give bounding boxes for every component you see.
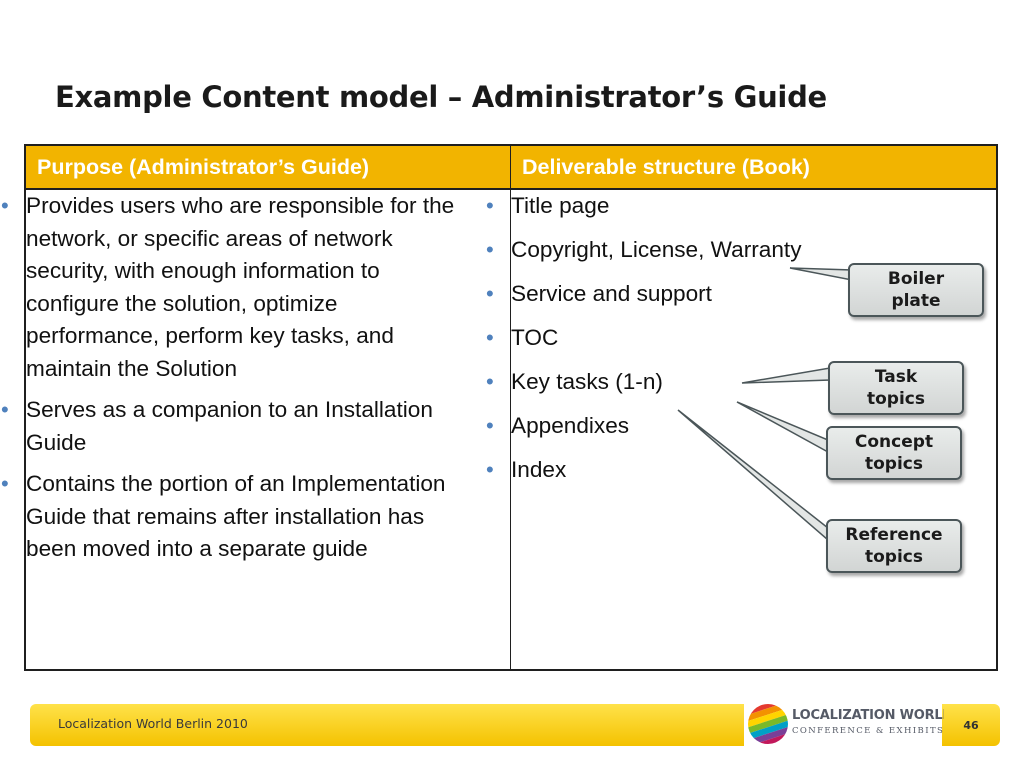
bullet-icon: • <box>486 237 494 262</box>
bullet-icon: • <box>486 325 494 350</box>
purpose-cell: • Provides users who are responsible for … <box>1 190 511 669</box>
callout-line: Concept <box>854 432 934 452</box>
deliverable-item-text: Key tasks (1-n) <box>511 369 663 394</box>
list-item: • Provides users who are responsible for … <box>1 190 471 385</box>
logo-subtitle: CONFERENCE & EXHIBITS <box>792 726 945 736</box>
list-item: • Service and support <box>486 278 996 311</box>
list-item: • Appendixes <box>486 410 996 443</box>
bullet-icon: • <box>486 413 494 438</box>
deliverable-item-text: TOC <box>511 325 559 350</box>
deliverable-item-text: Service and support <box>511 281 712 306</box>
logo-title: LOCALIZATION WORLD <box>792 708 954 723</box>
bullet-icon: • <box>1 471 9 496</box>
callout-line: topics <box>864 454 923 474</box>
globe-logo-icon <box>748 704 788 744</box>
callout-line: plate <box>891 291 941 311</box>
localization-world-logo: LOCALIZATION WORLD CONFERENCE & EXHIBITS <box>744 700 953 748</box>
table-body-row: • Provides users who are responsible for … <box>1 190 996 669</box>
list-item: • Serves as a companion to an Installatio… <box>1 394 471 459</box>
deliverable-item-text: Index <box>511 457 567 482</box>
list-item: • Title page <box>486 190 996 223</box>
deliverable-item-text: Appendixes <box>511 413 630 438</box>
callout-line: topics <box>864 547 923 567</box>
deliverable-item-text: Title page <box>511 193 610 218</box>
purpose-item-text: Serves as a companion to an Installation… <box>26 397 433 455</box>
header-purpose: Purpose (Administrator’s Guide) <box>26 146 511 188</box>
purpose-list: • Provides users who are responsible for … <box>1 190 510 566</box>
deliverable-item-text: Copyright, License, Warranty <box>511 237 802 262</box>
purpose-item-text: Provides users who are responsible for t… <box>26 193 455 381</box>
callout-line: Boiler <box>887 269 945 289</box>
deliverable-cell: • Title page • Copyright, License, Warrant… <box>486 190 996 669</box>
bullet-icon: • <box>486 457 494 482</box>
bullet-icon: • <box>1 397 9 422</box>
content-model-table: Purpose (Administrator’s Guide) Delivera… <box>1 144 998 671</box>
table-header-row: Purpose (Administrator’s Guide) Delivera… <box>26 146 996 190</box>
list-item: • Copyright, License, Warranty <box>486 234 996 267</box>
list-item: • TOC <box>486 322 996 355</box>
bullet-icon: • <box>486 193 494 218</box>
callout-line: topics <box>867 389 925 409</box>
bullet-icon: • <box>486 369 494 394</box>
slide-title: Example Content model – Administrator’s … <box>55 80 827 114</box>
page-number: 46 <box>944 704 998 746</box>
list-item: • Index <box>486 454 996 487</box>
deliverable-list: • Title page • Copyright, License, Warrant… <box>486 190 996 487</box>
callout-line: Task <box>874 367 918 387</box>
bullet-icon: • <box>1 193 9 218</box>
purpose-item-text: Contains the portion of an Implementatio… <box>26 471 446 561</box>
footer-event-name: Localization World Berlin 2010 <box>58 716 248 731</box>
header-deliverable-structure: Deliverable structure (Book) <box>522 155 810 179</box>
callout-line: Reference <box>845 525 943 545</box>
list-item: • Key tasks (1-n) <box>486 366 996 399</box>
list-item: • Contains the portion of an Implementati… <box>1 468 471 566</box>
bullet-icon: • <box>486 281 494 306</box>
